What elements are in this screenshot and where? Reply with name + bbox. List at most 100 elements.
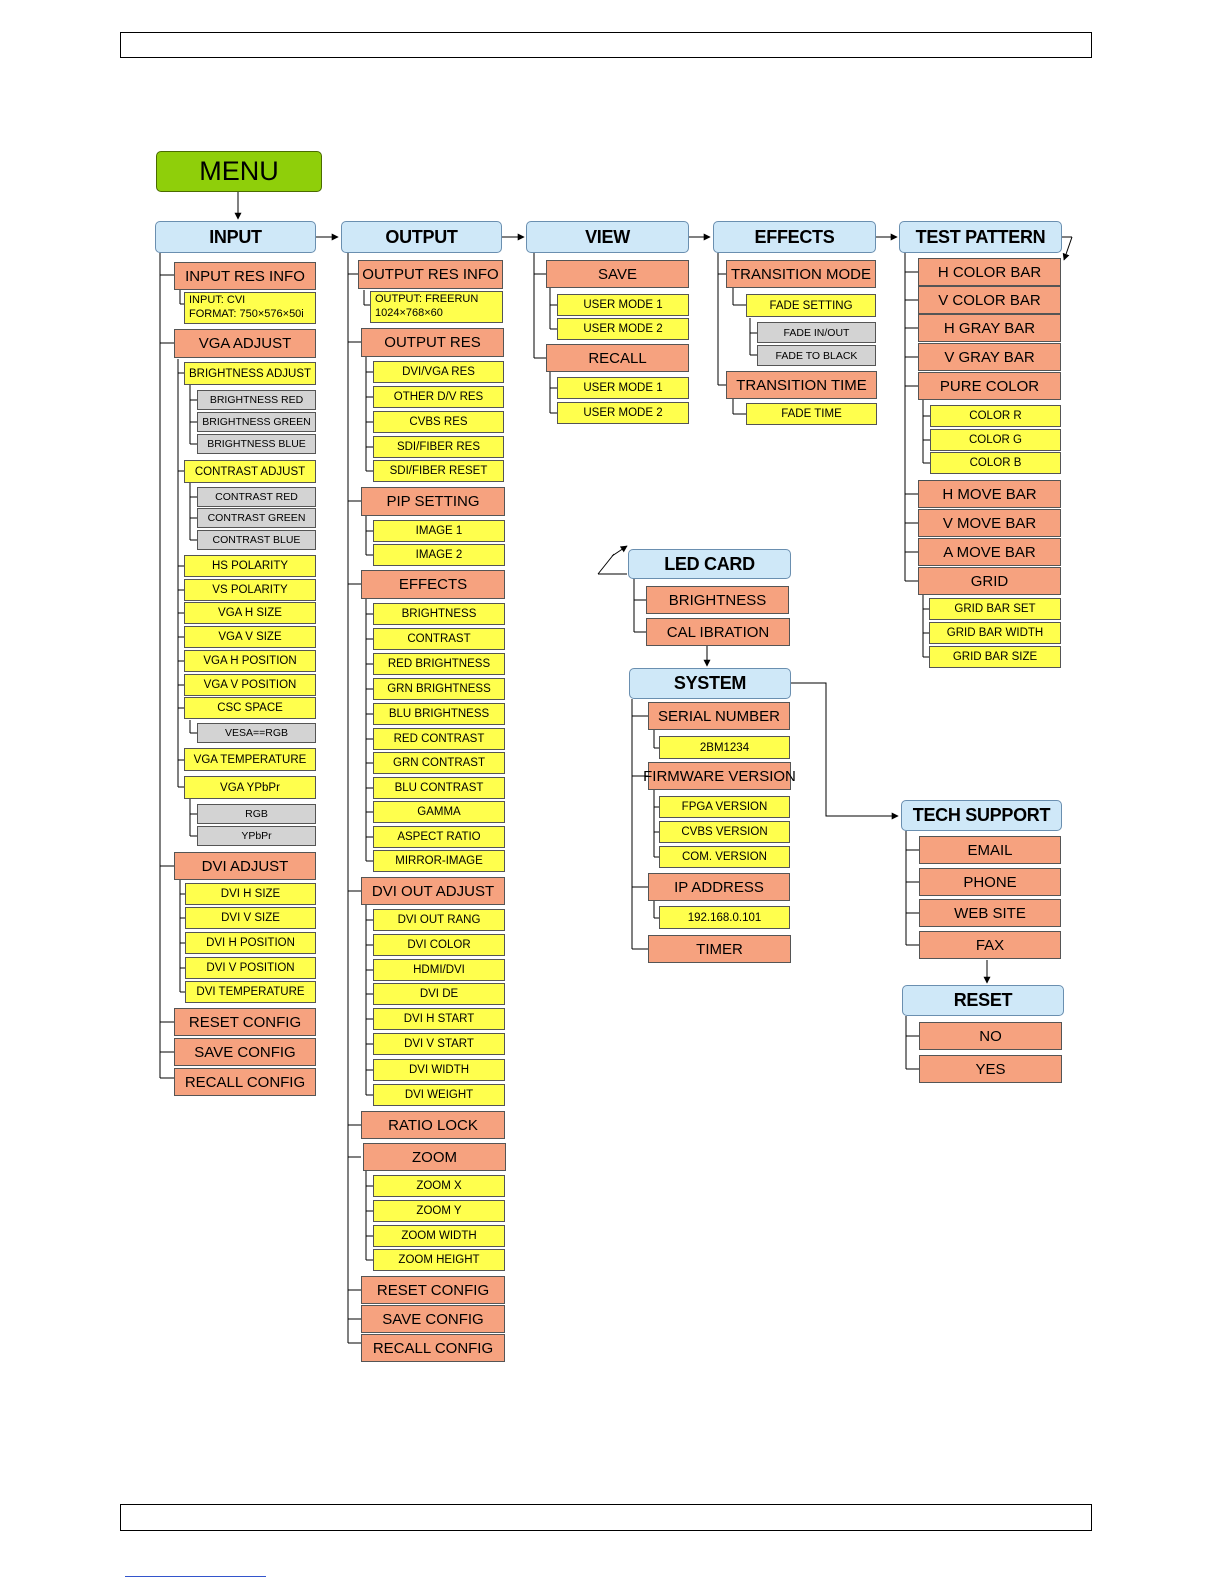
output-output-res: OUTPUT RES: [361, 328, 504, 357]
input-dvi-v-position: DVI V POSITION: [185, 957, 316, 979]
menu-node: MENU: [156, 151, 322, 192]
output-dvi-v-start: DVI V START: [373, 1033, 505, 1055]
input-vesa-rgb: VESA==RGB: [197, 723, 316, 743]
output-gamma: GAMMA: [373, 801, 505, 823]
test-grid-bar-width: GRID BAR WIDTH: [929, 622, 1061, 644]
view-recall-user-mode-2: USER MODE 2: [557, 402, 689, 424]
input-dvi-temperature: DVI TEMPERATURE: [185, 981, 316, 1003]
category-effects: EFFECTS: [713, 221, 876, 253]
test-v-color-bar: V COLOR BAR: [918, 286, 1061, 314]
input-res-info-text: INPUT: CVI FORMAT: 750×576×50i: [184, 292, 316, 324]
output-hdmi-dvi: HDMI/DVI: [373, 959, 505, 981]
input-recall-config: RECALL CONFIG: [174, 1068, 316, 1096]
output-cvbs-res: CVBS RES: [373, 411, 504, 433]
output-red-contrast: RED CONTRAST: [373, 728, 505, 750]
input-dvi-v-size: DVI V SIZE: [185, 907, 316, 929]
output-reset-config: RESET CONFIG: [361, 1276, 505, 1304]
output-blu-contrast: BLU CONTRAST: [373, 777, 505, 799]
output-red-brightness: RED BRIGHTNESS: [373, 653, 505, 675]
view-save-user-mode-2: USER MODE 2: [557, 318, 689, 340]
output-contrast: CONTRAST: [373, 628, 505, 650]
input-contrast-blue: CONTRAST BLUE: [197, 530, 316, 550]
output-res-info-text: OUTPUT: FREERUN 1024×768×60: [370, 291, 503, 323]
system-serial-value: 2BM1234: [659, 736, 790, 759]
output-dvi-out-rang: DVI OUT RANG: [373, 909, 505, 931]
system-com-version: COM. VERSION: [659, 846, 790, 868]
output-zoom-width: ZOOM WIDTH: [373, 1225, 505, 1247]
output-mirror-image: MIRROR-IMAGE: [373, 850, 505, 872]
input-vga-h-position: VGA H POSITION: [184, 650, 316, 672]
input-rgb: RGB: [197, 804, 316, 824]
led-calibration: CAL IBRATION: [646, 618, 790, 646]
output-image1: IMAGE 1: [373, 520, 505, 542]
output-recall-config: RECALL CONFIG: [361, 1334, 505, 1362]
test-pure-color: PURE COLOR: [918, 372, 1061, 400]
input-hs-polarity: HS POLARITY: [184, 555, 316, 577]
effects-transition-time: TRANSITION TIME: [726, 371, 877, 399]
effects-transition-mode: TRANSITION MODE: [726, 260, 876, 288]
output-dvi-width: DVI WIDTH: [373, 1059, 505, 1081]
output-sdi-fiber-reset: SDI/FIBER RESET: [373, 460, 504, 482]
input-vga-adjust: VGA ADJUST: [174, 329, 316, 358]
input-ypbpr: YPbPr: [197, 826, 316, 846]
input-contrast-adjust: CONTRAST ADJUST: [184, 460, 316, 483]
footer-link-underline: [125, 1576, 266, 1577]
page-header-frame: [120, 32, 1092, 58]
input-save-config: SAVE CONFIG: [174, 1038, 316, 1066]
input-contrast-green: CONTRAST GREEN: [197, 508, 316, 528]
category-input: INPUT: [155, 221, 316, 253]
input-vga-v-size: VGA V SIZE: [184, 626, 316, 648]
system-ip-value: 192.168.0.101: [659, 906, 790, 929]
test-h-color-bar: H COLOR BAR: [918, 258, 1061, 286]
system-firmware-version: FIRMWARE VERSION: [643, 762, 796, 790]
view-save: SAVE: [546, 260, 689, 288]
test-a-move-bar: A MOVE BAR: [918, 538, 1061, 566]
category-test-pattern: TEST PATTERN: [899, 221, 1062, 253]
effects-fade-setting: FADE SETTING: [746, 294, 876, 317]
test-v-gray-bar: V GRAY BAR: [918, 343, 1061, 371]
output-dvi-vga-res: DVI/VGA RES: [373, 361, 504, 383]
test-v-move-bar: V MOVE BAR: [918, 509, 1061, 537]
reset-no: NO: [919, 1022, 1062, 1050]
effects-fade-time: FADE TIME: [746, 403, 877, 425]
view-recall: RECALL: [546, 344, 689, 372]
input-csc-space: CSC SPACE: [184, 697, 316, 719]
system-serial-number: SERIAL NUMBER: [648, 702, 790, 730]
input-vga-h-size: VGA H SIZE: [184, 602, 316, 624]
output-grn-brightness: GRN BRIGHTNESS: [373, 678, 505, 700]
category-output: OUTPUT: [341, 221, 502, 253]
output-res-line1: OUTPUT: FREERUN: [375, 293, 479, 305]
effects-fade-to-black: FADE TO BLACK: [757, 345, 876, 366]
output-blu-brightness: BLU BRIGHTNESS: [373, 703, 505, 725]
test-color-b: COLOR B: [930, 452, 1061, 474]
output-zoom: ZOOM: [363, 1143, 506, 1171]
view-save-user-mode-1: USER MODE 1: [557, 294, 689, 316]
page-footer-frame: [120, 1504, 1092, 1531]
system-fpga-version: FPGA VERSION: [659, 796, 790, 818]
input-brightness-blue: BRIGHTNESS BLUE: [197, 434, 316, 454]
output-grn-contrast: GRN CONTRAST: [373, 752, 505, 774]
system-ip-address: IP ADDRESS: [648, 873, 790, 901]
input-res-line1: INPUT: CVI: [189, 294, 246, 306]
tech-email: EMAIL: [919, 836, 1061, 864]
system-cvbs-version: CVBS VERSION: [659, 821, 790, 843]
effects-fade-in-out: FADE IN/OUT: [757, 322, 876, 343]
output-pip-setting: PIP SETTING: [361, 487, 505, 516]
output-zoom-height: ZOOM HEIGHT: [373, 1249, 505, 1271]
output-dvi-color: DVI COLOR: [373, 934, 505, 956]
test-color-r: COLOR R: [930, 405, 1061, 427]
system-timer: TIMER: [648, 935, 791, 963]
test-grid-bar-set: GRID BAR SET: [929, 598, 1061, 620]
output-ratio-lock: RATIO LOCK: [361, 1111, 505, 1139]
input-contrast-red: CONTRAST RED: [197, 487, 316, 507]
test-h-gray-bar: H GRAY BAR: [918, 314, 1061, 342]
tech-phone: PHONE: [919, 868, 1061, 896]
input-vga-ypbpr: VGA YPbPr: [184, 776, 316, 799]
test-grid-bar-size: GRID BAR SIZE: [929, 646, 1061, 668]
output-other-dv-res: OTHER D/V RES: [373, 386, 504, 408]
output-brightness: BRIGHTNESS: [373, 603, 505, 625]
output-dvi-weight: DVI WEIGHT: [373, 1084, 505, 1106]
category-system: SYSTEM: [629, 668, 791, 699]
test-h-move-bar: H MOVE BAR: [918, 480, 1061, 508]
